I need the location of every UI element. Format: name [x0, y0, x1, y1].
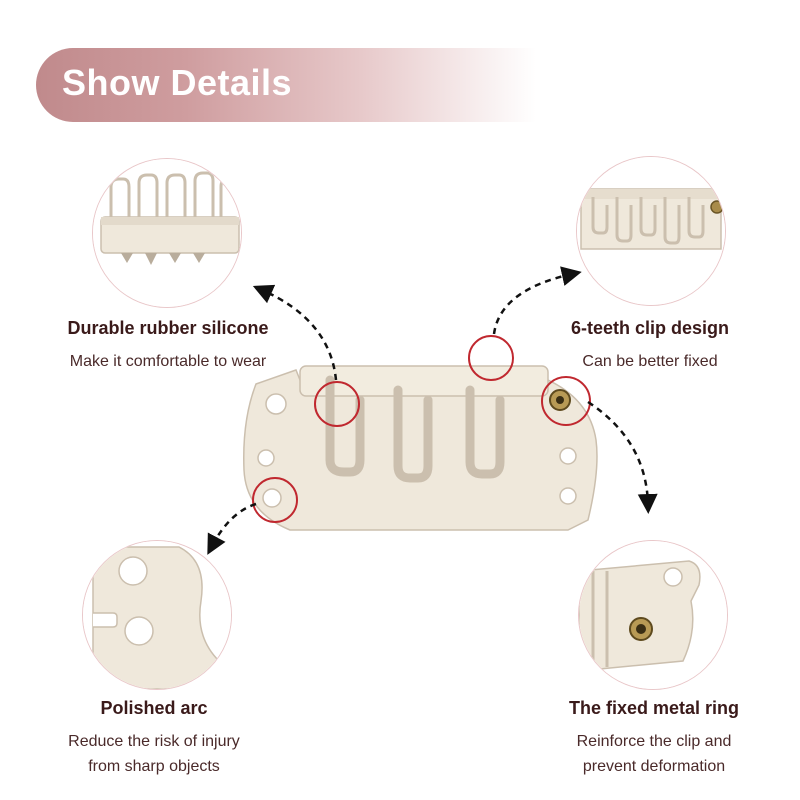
- feature-six-teeth: 6-teeth clip design Can be better fixed: [536, 318, 764, 374]
- feature-description: Can be better fixed: [582, 353, 718, 370]
- arrow-to-metal-ring: [587, 400, 658, 514]
- feature-title: Durable rubber silicone: [67, 318, 269, 338]
- highlight-six-teeth: [468, 335, 514, 381]
- feature-polished-arc: Polished arc Reduce the risk of injury f…: [36, 698, 272, 779]
- highlight-metal-ring: [541, 376, 591, 426]
- feature-description-line-2: prevent deformation: [582, 758, 726, 775]
- arrow-to-six-teeth: [492, 266, 582, 335]
- detail-image-metal-ring: [578, 540, 728, 690]
- arrow-to-rubber-silicone: [252, 284, 338, 381]
- detail-image-rubber-silicone: [92, 158, 242, 308]
- feature-description-line-2: from sharp objects: [88, 758, 220, 775]
- feature-metal-ring: The fixed metal ring Reinforce the clip …: [540, 698, 768, 779]
- feature-title: The fixed metal ring: [568, 698, 740, 718]
- feature-title: 6-teeth clip design: [570, 318, 730, 338]
- feature-description-line-1: Reinforce the clip and: [576, 733, 732, 750]
- feature-title: Polished arc: [100, 698, 208, 718]
- page-title: Show Details: [62, 62, 293, 103]
- highlight-polished-arc: [252, 477, 298, 523]
- feature-description-line-1: Reduce the risk of injury: [68, 733, 240, 750]
- detail-image-polished-arc: [82, 540, 232, 690]
- feature-description: Make it comfortable to wear: [69, 353, 267, 370]
- feature-rubber-silicone: Durable rubber silicone Make it comforta…: [44, 318, 292, 374]
- header-banner: Show Details: [36, 48, 536, 122]
- detail-image-six-teeth: [576, 156, 726, 306]
- arrow-to-polished-arc: [207, 502, 257, 555]
- highlight-rubber-silicone: [314, 381, 360, 427]
